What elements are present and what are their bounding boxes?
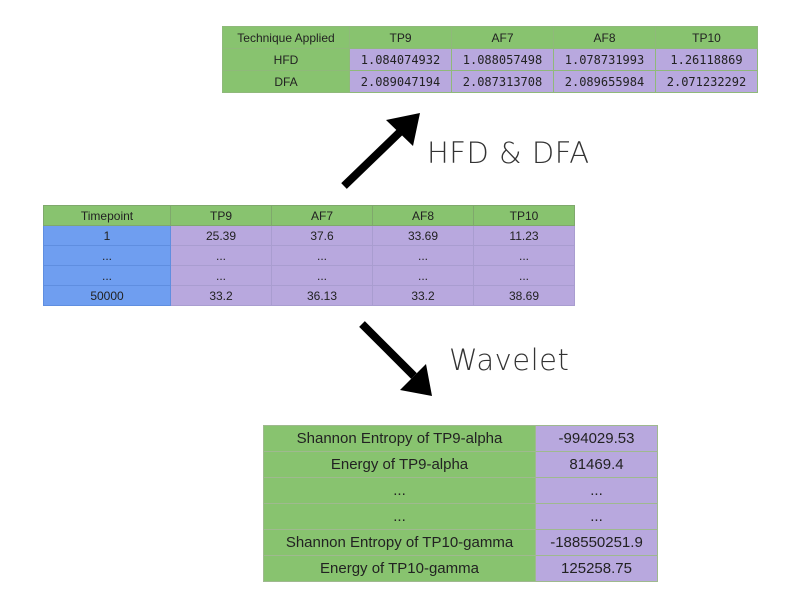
value-cell: ... <box>372 245 474 266</box>
value-cell: 2.089655984 <box>553 70 656 93</box>
header-cell: AF7 <box>451 26 554 49</box>
table-row: Shannon Entropy of TP9-alpha -994029.53 <box>263 425 658 452</box>
hfd-dfa-caption: HFD & DFA <box>427 136 590 170</box>
value-cell: -994029.53 <box>535 425 658 452</box>
header-cell: Timepoint <box>43 205 171 226</box>
value-cell: 33.69 <box>372 225 474 246</box>
timepoint-cell: 50000 <box>43 285 171 306</box>
header-cell: TP9 <box>349 26 452 49</box>
table-row: 50000 33.2 36.13 33.2 38.69 <box>43 285 575 306</box>
arrow-up-right-icon <box>341 113 420 189</box>
table-row: ... ... <box>263 503 658 530</box>
value-cell: ... <box>535 477 658 504</box>
value-cell: 1.078731993 <box>553 48 656 71</box>
header-cell: AF8 <box>553 26 656 49</box>
table-row: ... ... ... ... ... <box>43 245 575 266</box>
row-label-cell: HFD <box>222 48 350 71</box>
timepoint-cell: ... <box>43 265 171 286</box>
table-row: Shannon Entropy of TP10-gamma -188550251… <box>263 529 658 556</box>
value-cell: 38.69 <box>473 285 575 306</box>
value-cell: 2.087313708 <box>451 70 554 93</box>
table-row: DFA 2.089047194 2.087313708 2.089655984 … <box>222 70 758 93</box>
value-cell: 2.071232292 <box>655 70 758 93</box>
table-row: Energy of TP10-gamma 125258.75 <box>263 555 658 582</box>
feature-label-cell: Energy of TP9-alpha <box>263 451 536 478</box>
feature-label-cell: Shannon Entropy of TP10-gamma <box>263 529 536 556</box>
feature-label-cell: ... <box>263 503 536 530</box>
table-row: ... ... ... ... ... <box>43 265 575 286</box>
value-cell: ... <box>535 503 658 530</box>
header-cell: AF7 <box>271 205 373 226</box>
header-cell: TP10 <box>473 205 575 226</box>
value-cell: 1.088057498 <box>451 48 554 71</box>
value-cell: 33.2 <box>170 285 272 306</box>
table-header-row: Timepoint TP9 AF7 AF8 TP10 <box>43 205 575 226</box>
feature-label-cell: Shannon Entropy of TP9-alpha <box>263 425 536 452</box>
raw-eeg-table: Timepoint TP9 AF7 AF8 TP10 1 25.39 37.6 … <box>43 205 575 306</box>
feature-label-cell: Energy of TP10-gamma <box>263 555 536 582</box>
value-cell: 125258.75 <box>535 555 658 582</box>
wavelet-caption: Wavelet <box>449 343 570 377</box>
timepoint-cell: 1 <box>43 225 171 246</box>
value-cell: -188550251.9 <box>535 529 658 556</box>
value-cell: 37.6 <box>271 225 373 246</box>
value-cell: 25.39 <box>170 225 272 246</box>
table-header-row: Technique Applied TP9 AF7 AF8 TP10 <box>222 26 758 49</box>
value-cell: ... <box>473 245 575 266</box>
value-cell: ... <box>271 245 373 266</box>
feature-label-cell: ... <box>263 477 536 504</box>
arrow-down-right-icon <box>359 321 432 396</box>
table-row: Energy of TP9-alpha 81469.4 <box>263 451 658 478</box>
value-cell: ... <box>372 265 474 286</box>
header-cell: Technique Applied <box>222 26 350 49</box>
value-cell: ... <box>170 265 272 286</box>
value-cell: 36.13 <box>271 285 373 306</box>
timepoint-cell: ... <box>43 245 171 266</box>
wavelet-features-table: Shannon Entropy of TP9-alpha -994029.53 … <box>263 425 658 582</box>
hfd-dfa-results-table: Technique Applied TP9 AF7 AF8 TP10 HFD 1… <box>222 26 758 93</box>
value-cell: 1.084074932 <box>349 48 452 71</box>
value-cell: ... <box>271 265 373 286</box>
table-row: HFD 1.084074932 1.088057498 1.078731993 … <box>222 48 758 71</box>
header-cell: TP10 <box>655 26 758 49</box>
value-cell: 11.23 <box>473 225 575 246</box>
table-row: ... ... <box>263 477 658 504</box>
header-cell: TP9 <box>170 205 272 226</box>
value-cell: ... <box>473 265 575 286</box>
table-row: 1 25.39 37.6 33.69 11.23 <box>43 225 575 246</box>
row-label-cell: DFA <box>222 70 350 93</box>
value-cell: ... <box>170 245 272 266</box>
value-cell: 1.26118869 <box>655 48 758 71</box>
value-cell: 33.2 <box>372 285 474 306</box>
value-cell: 2.089047194 <box>349 70 452 93</box>
header-cell: AF8 <box>372 205 474 226</box>
value-cell: 81469.4 <box>535 451 658 478</box>
